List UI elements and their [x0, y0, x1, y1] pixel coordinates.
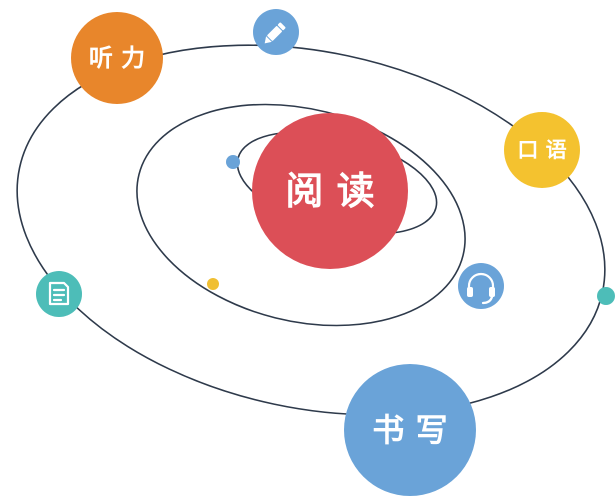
writing-circle	[344, 364, 476, 496]
speaking-circle	[504, 112, 580, 188]
pencil-icon	[253, 9, 299, 55]
yellow-dot	[207, 278, 219, 290]
speaking-node: 口 语	[504, 112, 580, 188]
middle-orbit	[136, 103, 466, 327]
listening-label: 听 力	[89, 44, 145, 72]
headphones-icon	[458, 263, 504, 309]
listening-circle	[71, 12, 163, 104]
speaking-label: 口 语	[517, 138, 566, 162]
center-reading-node: 阅 读	[252, 113, 408, 269]
writing-node: 书 写	[344, 364, 476, 496]
blue-dot	[226, 155, 240, 169]
center-label: 阅 读	[285, 169, 374, 213]
document-icon	[36, 271, 82, 317]
center-circle	[252, 113, 408, 269]
teal-dot	[597, 287, 615, 305]
writing-label: 书 写	[372, 411, 447, 449]
listening-node: 听 力	[71, 12, 163, 104]
